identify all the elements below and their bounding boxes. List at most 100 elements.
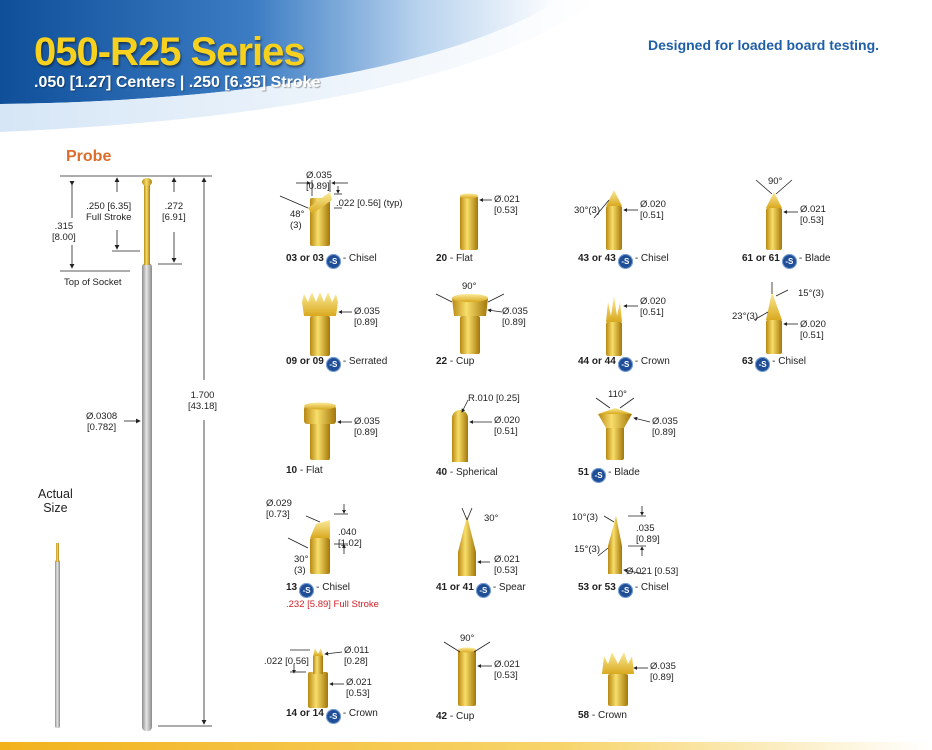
tip-42-dim2: 90° (460, 633, 475, 644)
footer-strip (0, 742, 932, 750)
tip-53-caption: 53 or 53-S- Chisel (578, 582, 669, 598)
tip-14-dim1-mm: [0.28] (344, 655, 368, 667)
tip-42-desc: - Cup (449, 711, 475, 722)
tip-53-drawing (597, 506, 646, 575)
tip-09-drawing (302, 292, 352, 356)
tip-22-dim2: 90° (462, 281, 477, 292)
dim-1700: 1.700 [43.18] (188, 390, 217, 412)
tip-40-dim1-in: Ø.020 (494, 415, 520, 426)
tip-63-dim1-mm: [0.51] (800, 329, 824, 341)
tip-53-dim1: .035[0.89] (636, 523, 660, 545)
tip-44-drawing (606, 296, 638, 356)
tip-43-dim1-mm: [0.51] (640, 209, 664, 221)
tip-53-dim1-in: .035 (636, 523, 655, 534)
dim-diameter: Ø.0308 [0.782] (86, 411, 117, 433)
tip-63-code: 63 (742, 356, 754, 367)
tip-42-code: 42 (436, 711, 448, 722)
tip-61-dim1-mm: [0.53] (800, 214, 824, 226)
tip-13-dim3-count: (3) (294, 564, 306, 576)
tip-40-code: 40 (436, 467, 448, 478)
tip-10-dim1-mm: [0.89] (354, 426, 378, 438)
tip-13-desc: - Chisel (316, 582, 351, 593)
tip-63-dim2: 15°(3) (798, 288, 824, 299)
tip-13-dim3-angle: 30° (294, 554, 309, 565)
s-option-badge: -S (591, 468, 607, 483)
tip-63-chisel: 15°(3) 23°(3) Ø.020[0.51] 63-S- Chisel (728, 272, 928, 382)
tip-42-drawing (443, 641, 492, 706)
probe-tip (142, 178, 152, 186)
tip-20-flat: Ø.021[0.53] 20 - Flat (422, 168, 622, 278)
tip-41-caption: 41 or 41-S- Spear (436, 582, 526, 598)
tip-44-dim1-mm: [0.51] (640, 306, 664, 318)
tip-09-serrated: Ø.035[0.89] 09 or 09-S- Serrated (272, 272, 472, 382)
tip-10-dim1: Ø.035[0.89] (354, 416, 380, 438)
dim-250-in: .250 [6.35] (86, 201, 132, 212)
tip-20-dim1-in: Ø.021 (494, 194, 520, 205)
tip-20-code: 20 (436, 253, 448, 264)
dim-272-in: .272 (164, 201, 184, 212)
tip-09-code: 09 or 09 (286, 356, 324, 367)
s-option-badge: -S (325, 254, 341, 269)
tip-63-caption: 63-S- Chisel (742, 356, 806, 372)
tip-53-dim2: 10°(3) (572, 512, 598, 523)
tip-44-dim1: Ø.020[0.51] (640, 296, 666, 318)
tip-43-drawing (593, 190, 638, 250)
dim-315: .315 [8.00] (52, 221, 76, 243)
tip-58-dim1: Ø.035[0.89] (650, 661, 676, 683)
tip-03-dim1: Ø.035[0.89] (306, 170, 332, 192)
tip-58-caption: 58 - Crown (578, 710, 627, 721)
probe-barrel (142, 263, 152, 731)
tip-22-desc: - Cup (449, 356, 475, 367)
dim-1700-in: 1.700 (190, 390, 215, 401)
tip-03-desc: - Chisel (342, 253, 377, 264)
dim-315-in: .315 (54, 221, 74, 232)
tip-13-dim1-in: Ø.029 (266, 498, 292, 509)
tip-63-dim3: 23°(3) (732, 311, 758, 322)
tip-41-dim1-mm: [0.53] (494, 564, 518, 576)
header-banner: 050-R25 Series .050 [1.27] Centers | .25… (0, 0, 932, 132)
tip-14-dim3-in: Ø.021 (346, 677, 372, 688)
dim-250-label: Full Stroke (86, 212, 132, 223)
dim-315-mm: [8.00] (52, 232, 76, 243)
dim-272-mm: [6.91] (162, 212, 186, 223)
tip-42-dim1: Ø.021[0.53] (494, 659, 520, 681)
tip-40-dim2: R.010 [0.25] (468, 393, 520, 404)
tip-40-spherical: R.010 [0.25] Ø.020[0.51] 40 - Spherical (422, 384, 622, 494)
tip-14-drawing (290, 648, 344, 708)
tip-53-dim4: Ø.021 [0.53] (626, 566, 679, 577)
tip-10-dim1-in: Ø.035 (354, 416, 380, 427)
tip-13-dim3: 30°(3) (294, 554, 309, 576)
dim-272: .272 [6.91] (162, 201, 186, 223)
tip-13-dim2-in: .040 (338, 527, 357, 538)
tip-51-dim1-mm: [0.89] (652, 426, 676, 438)
tip-43-dim1-in: Ø.020 (640, 199, 666, 210)
tip-44-dim1-in: Ø.020 (640, 296, 666, 307)
tip-10-drawing (304, 402, 352, 460)
tip-44-crown: Ø.020[0.51] 44 or 44-S- Crown (564, 272, 764, 382)
tip-61-blade: 90° Ø.021[0.53] 61 or 61-S- Blade (728, 168, 928, 278)
tip-22-dim1-in: Ø.035 (502, 306, 528, 317)
tip-20-drawing (460, 193, 492, 250)
tip-53-dim1-mm: [0.89] (636, 533, 660, 545)
tip-51-desc: - Blade (608, 467, 640, 478)
tip-42-caption: 42 - Cup (436, 711, 474, 722)
top-of-socket-label: Top of Socket (64, 277, 122, 288)
tip-44-desc: - Crown (634, 356, 670, 367)
tip-13-dim1: Ø.029[0.73] (266, 498, 292, 520)
tip-03-dim3-count: (3) (290, 219, 302, 231)
tip-40-desc: - Spherical (449, 467, 498, 478)
probe-heading: Probe (66, 148, 112, 165)
tip-41-dim1-in: Ø.021 (494, 554, 520, 565)
tip-51-code: 51 (578, 467, 590, 478)
tip-41-dim1: Ø.021[0.53] (494, 554, 520, 576)
tip-43-chisel: 30°(3) Ø.020[0.51] 43 or 43-S- Chisel (564, 168, 764, 278)
tip-40-caption: 40 - Spherical (436, 467, 498, 478)
tip-53-dim3: 15°(3) (574, 544, 600, 555)
tip-09-dim1-in: Ø.035 (354, 306, 380, 317)
actual-size-plunger (56, 543, 59, 562)
tip-51-dim1-in: Ø.035 (652, 416, 678, 427)
tip-63-dim1-in: Ø.020 (800, 319, 826, 330)
tip-09-desc: - Serrated (342, 356, 388, 367)
tip-43-dim1: Ø.020[0.51] (640, 199, 666, 221)
